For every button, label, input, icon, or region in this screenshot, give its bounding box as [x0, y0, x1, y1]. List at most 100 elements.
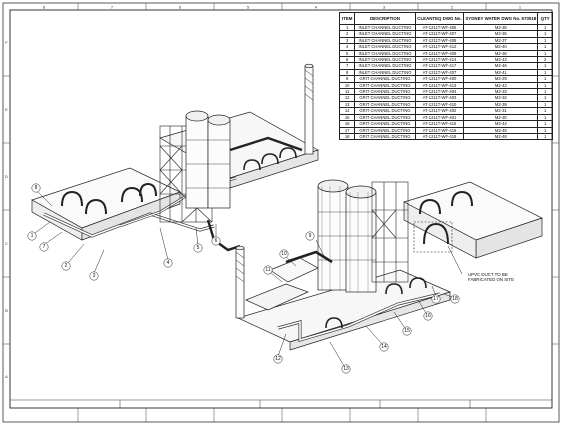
callout-number: 18: [452, 296, 458, 302]
callout-number: 6: [215, 238, 218, 244]
upvc-duct-note: UPVC DUCT TO BE FABRICATED ON SITE: [468, 272, 515, 283]
table-cell: 1: [537, 100, 553, 109]
table-cell: M2-48: [463, 132, 539, 141]
zone-label: 3: [383, 5, 386, 10]
left-platform: [159, 111, 319, 179]
zone-label: 1: [519, 5, 522, 10]
table-cell: 5: [338, 49, 356, 58]
zone-label: 6: [179, 5, 182, 10]
left-assembly: [31, 63, 319, 252]
table-cell: M2-39: [463, 100, 539, 109]
table-cell: 1: [338, 23, 356, 32]
bom-header-cleanteq-dwg: CLEANTEQ DWG No.: [414, 12, 465, 25]
table-cell: GRIT CHANNEL DUCTING: [354, 113, 416, 122]
callout-number: 10: [281, 251, 287, 257]
callouts-right: 9 10 11 12 13 14 15 16 17 18: [263, 231, 460, 374]
table-cell: 1: [537, 126, 553, 134]
callout-balloon: 4: [163, 258, 173, 268]
callout-number: 4: [167, 260, 170, 266]
table-cell: INLET CHANNEL DUCTING: [354, 49, 416, 58]
table-cell: 1: [537, 132, 553, 141]
table-cell: 1: [537, 36, 553, 45]
callout-balloon: 5: [193, 243, 203, 253]
table-cell: 4: [338, 43, 356, 51]
table-cell: GRIT CHANNEL DUCTING: [354, 100, 416, 109]
table-cell: M2-37: [463, 36, 539, 45]
bill-of-materials-table: ITEM DESCRIPTION CLEANTEQ DWG No. SYDNEY…: [338, 12, 553, 141]
table-cell: GRIT CHANNEL DUCTING: [354, 75, 416, 83]
zone-label: D: [5, 174, 8, 179]
zone-label: 2: [451, 5, 454, 10]
callout-balloon: 6: [211, 236, 221, 246]
callout-number: 13: [343, 366, 349, 372]
zone-label: B: [5, 308, 8, 313]
table-cell: 1: [537, 94, 553, 102]
table-cell: M2-44: [463, 120, 539, 128]
table-cell: 1: [537, 43, 553, 51]
zone-labels-side: F E D C B A: [5, 40, 8, 379]
callout-balloon: 3: [89, 271, 99, 281]
callout-balloon: 8: [31, 183, 41, 193]
table-cell: 17: [338, 126, 356, 134]
table-cell: M2-45: [463, 126, 539, 134]
right-stack: [235, 245, 245, 319]
table-cell: M2-35: [463, 23, 539, 32]
table-cell: GRIT CHANNEL DUCTING: [354, 88, 416, 96]
zone-label: 5: [247, 5, 250, 10]
table-cell: GRIT CHANNEL DUCTING: [354, 94, 416, 102]
zone-label: F: [5, 40, 8, 45]
table-cell: INLET CHANNEL DUCTING: [354, 43, 416, 51]
table-cell: 16: [338, 120, 356, 128]
table-cell: M2-33: [463, 88, 539, 96]
title-block: [10, 399, 552, 408]
table-cell: 12: [338, 94, 356, 102]
table-cell: M2-29: [463, 75, 539, 83]
callout-balloon: 10: [279, 249, 289, 259]
table-cell: 18: [338, 132, 356, 141]
zone-label: C: [5, 241, 8, 246]
table-cell: M2-30: [463, 113, 539, 122]
table-cell: 1: [537, 107, 553, 115]
right-tower-frame: [371, 181, 409, 283]
table-cell: 1: [537, 23, 553, 32]
table-cell: 10: [338, 81, 356, 90]
callout-number: 9: [309, 233, 312, 239]
upvc-duct-outline: [413, 221, 453, 253]
table-cell: M2-42: [463, 81, 539, 90]
table-cell: 11: [338, 88, 356, 96]
table-cell: 6: [338, 55, 356, 64]
zone-label: A: [5, 374, 8, 379]
callout-balloon: 15: [402, 326, 412, 336]
table-cell: M2-40: [463, 43, 539, 51]
right-assembly: [235, 179, 543, 351]
table-cell: GRIT CHANNEL DUCTING: [354, 120, 416, 128]
table-cell: 8: [338, 68, 356, 77]
callout-balloon: 14: [379, 342, 389, 352]
table-cell: GRIT CHANNEL DUCTING: [354, 126, 416, 134]
table-cell: 3: [338, 36, 356, 45]
callout-balloon: 1: [27, 231, 37, 241]
table-cell: INLET CHANNEL DUCTING: [354, 68, 416, 77]
right-tanks: [317, 179, 377, 293]
callout-balloon: 16: [423, 311, 433, 321]
callout-number: 3: [93, 273, 96, 279]
table-cell: 7: [338, 62, 356, 70]
callouts-left: 8 1 7 2 3 4 5 6: [27, 183, 221, 281]
callout-balloon: 17: [431, 294, 441, 304]
bom-header-row: ITEM DESCRIPTION CLEANTEQ DWG No. SYDNEY…: [338, 12, 553, 25]
